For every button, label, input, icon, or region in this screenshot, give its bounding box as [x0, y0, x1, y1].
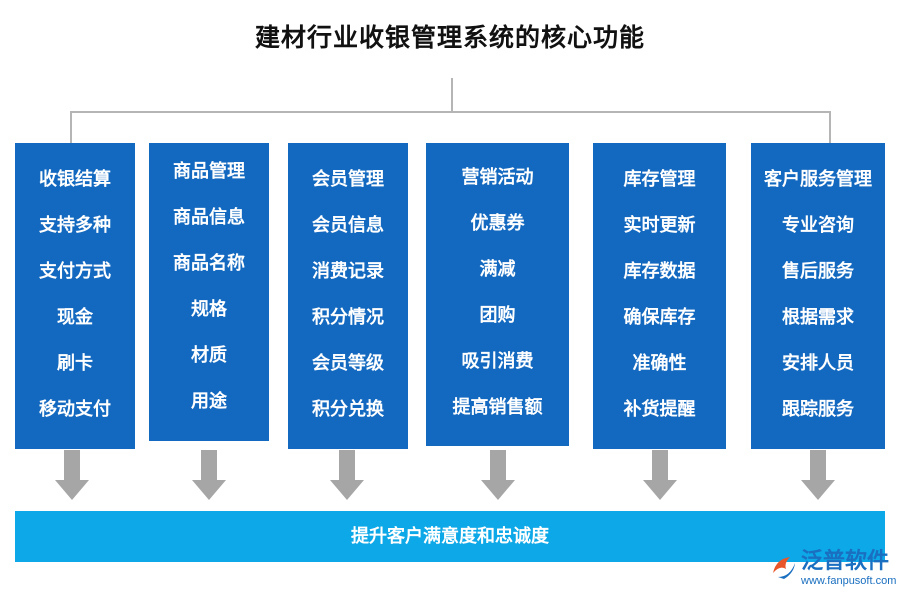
column-item: 实时更新: [623, 215, 696, 236]
column-item: 移动支付: [39, 399, 111, 420]
down-arrow-icon: [192, 450, 226, 500]
diagram-title: 建材行业收银管理系统的核心功能: [254, 23, 645, 52]
down-arrow-icon: [481, 450, 515, 500]
column-item: 营销活动: [461, 167, 534, 188]
column-item: 商品名称: [173, 253, 245, 274]
connector-drop-6: [829, 111, 831, 143]
result-banner: 提升客户满意度和忠诚度: [15, 511, 885, 562]
column-item: 刷卡: [57, 353, 93, 374]
column-item: 库存数据: [623, 261, 696, 282]
down-arrow-icon: [330, 450, 364, 500]
function-column-checkout: 收银结算 支持多种 支付方式 现金 刷卡 移动支付: [15, 143, 135, 449]
column-item: 材质: [191, 345, 227, 366]
column-item: 根据需求: [782, 307, 854, 328]
column-item: 积分情况: [312, 307, 384, 328]
function-column-inventory: 库存管理 实时更新 库存数据 确保库存 准确性 补货提醒: [593, 143, 726, 449]
column-item: 会员管理: [312, 169, 384, 190]
function-column-products: 商品管理 商品信息 商品名称 规格 材质 用途: [149, 143, 269, 441]
column-item: 现金: [57, 307, 93, 328]
fanpu-logo-icon: [773, 557, 795, 579]
column-item: 确保库存: [623, 307, 696, 328]
column-item: 商品信息: [173, 207, 245, 228]
down-arrow-icon: [55, 450, 89, 500]
column-item: 跟踪服务: [782, 399, 854, 420]
column-item: 收银结算: [39, 169, 111, 190]
column-item: 补货提醒: [623, 399, 696, 420]
column-item: 团购: [479, 305, 516, 326]
column-item: 库存管理: [623, 169, 696, 190]
column-item: 支付方式: [39, 261, 111, 282]
column-item: 客户服务管理: [764, 169, 872, 190]
column-item: 用途: [191, 391, 227, 412]
column-item: 安排人员: [782, 353, 854, 374]
column-item: 商品管理: [173, 161, 245, 182]
column-item: 积分兑换: [312, 399, 384, 420]
column-item: 规格: [191, 299, 227, 320]
column-item: 提高销售额: [452, 397, 543, 418]
watermark-brand: 泛普软件: [801, 549, 890, 574]
column-item: 支持多种: [39, 215, 111, 236]
column-item: 准确性: [632, 353, 687, 374]
function-column-customer-service: 客户服务管理 专业咨询 售后服务 根据需求 安排人员 跟踪服务: [751, 143, 885, 449]
function-column-members: 会员管理 会员信息 消费记录 积分情况 会员等级 积分兑换: [288, 143, 408, 449]
column-item: 专业咨询: [782, 215, 854, 236]
function-column-marketing: 营销活动 优惠券 满减 团购 吸引消费 提高销售额: [426, 143, 569, 446]
watermark-url: www.fanpusoft.com: [801, 575, 897, 587]
column-item: 满减: [479, 259, 516, 280]
column-item: 售后服务: [782, 261, 854, 282]
column-item: 会员信息: [312, 215, 384, 236]
column-item: 会员等级: [312, 353, 384, 374]
down-arrow-icon: [801, 450, 835, 500]
watermark: 泛普软件 www.fanpusoft.com: [770, 549, 896, 589]
connector-bar: [70, 111, 831, 113]
down-arrow-icon: [643, 450, 677, 500]
column-item: 消费记录: [312, 261, 384, 282]
connector-trunk: [451, 78, 453, 112]
column-item: 吸引消费: [461, 351, 534, 372]
column-item: 优惠券: [470, 213, 525, 234]
connector-drop-1: [70, 111, 72, 143]
